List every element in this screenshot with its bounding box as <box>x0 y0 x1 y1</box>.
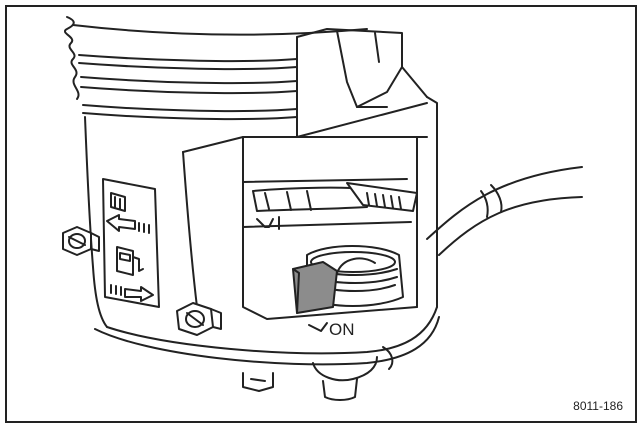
arrow-right-icon <box>110 284 154 302</box>
choke-slot <box>252 186 368 212</box>
fuel-pump-icon <box>116 246 144 276</box>
fuel-valve-illustration: ON <box>62 16 583 401</box>
drain-fitting <box>242 346 394 401</box>
label-decal <box>102 178 160 308</box>
fuel-hose <box>426 166 583 256</box>
tank-spout <box>296 28 438 308</box>
figure-reference-number: 8011-186 <box>573 399 623 413</box>
tank-ribs <box>78 54 298 121</box>
choke-lever[interactable] <box>346 182 418 212</box>
arrow-left-icon <box>106 214 150 234</box>
valve-recess <box>242 136 418 320</box>
tank-top-break <box>64 16 368 100</box>
center-bolt <box>176 302 222 336</box>
on-arrow <box>308 322 328 332</box>
illustration-frame: ON 8011-186 <box>5 5 637 423</box>
left-bolt <box>62 226 100 256</box>
on-label: ON <box>329 320 355 339</box>
choke-symbol <box>256 216 280 230</box>
choke-icon <box>110 192 126 212</box>
fuel-tap-lever[interactable] <box>292 261 338 314</box>
tank-body <box>84 102 440 366</box>
